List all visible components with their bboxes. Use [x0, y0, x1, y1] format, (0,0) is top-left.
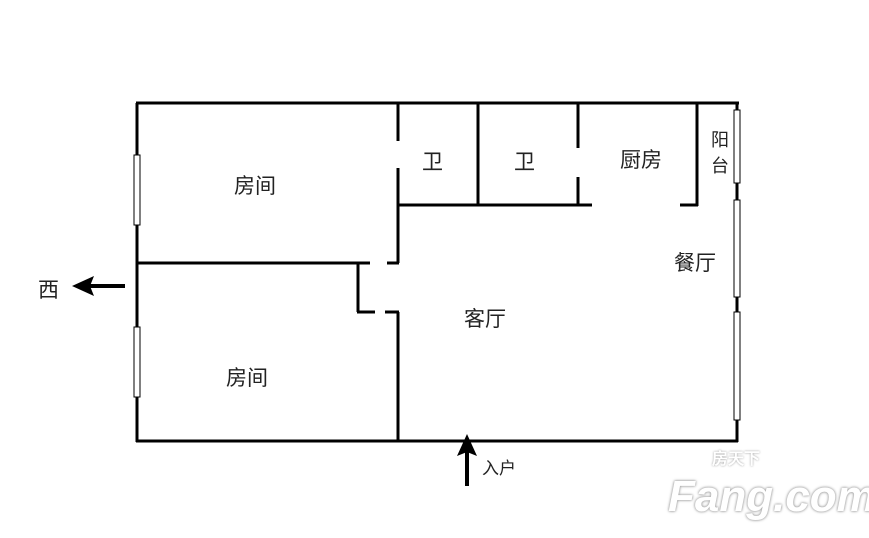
- room-label-bedroom-top: 房间: [234, 174, 276, 198]
- room-label-bedroom-bottom: 房间: [226, 366, 268, 390]
- room-label-dining: 餐厅: [674, 251, 716, 275]
- room-label-kitchen: 厨房: [620, 148, 662, 172]
- room-label-bathroom-1: 卫: [422, 150, 443, 174]
- watermark-logo: Fang.com: [668, 472, 869, 521]
- room-label-living: 客厅: [464, 307, 506, 331]
- direction-label-west: 西: [38, 278, 59, 302]
- room-label-bathroom-2: 卫: [514, 150, 535, 174]
- windows: [133, 109, 741, 421]
- west-arrow: [72, 276, 125, 296]
- room-label-balcony: 阳台: [708, 130, 729, 182]
- entrance-label: 入户: [482, 459, 516, 479]
- entrance-arrow: [457, 434, 477, 486]
- watermark-logo-cn: 房天下: [712, 449, 761, 468]
